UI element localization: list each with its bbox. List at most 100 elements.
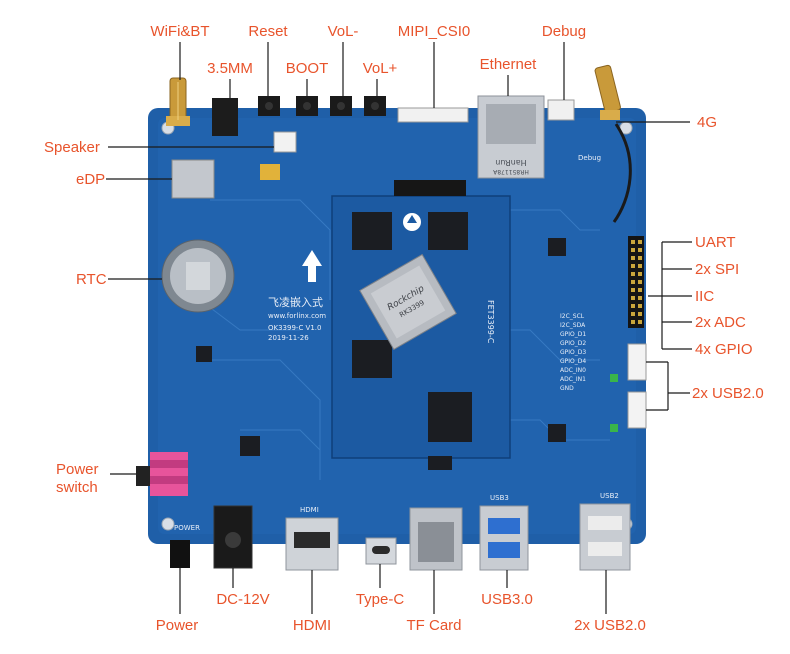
label-power: Power: [155, 617, 199, 634]
pin-label: ADC_IN0: [560, 367, 586, 374]
emmc-chip: [428, 392, 472, 442]
pin-label: I2C_SDA: [560, 322, 586, 329]
label-debug: Debug: [541, 23, 587, 40]
header-pin: [631, 296, 635, 300]
audio-jack-3.5mm: [212, 98, 238, 136]
header-pin: [631, 256, 635, 260]
header-pin: [631, 264, 635, 268]
label-hdmi: HDMI: [292, 617, 332, 634]
pcb-trace: [210, 199, 331, 300]
header-pin: [631, 240, 635, 244]
edp-connector: [260, 164, 280, 180]
header-pin: [638, 240, 642, 244]
header-pin: [631, 248, 635, 252]
silk-usb3: USB3: [490, 494, 509, 502]
som-arrow-head: [407, 215, 417, 223]
label-vol-minus: VoL-: [327, 23, 359, 40]
pin-label: GPIO_D3: [560, 349, 586, 356]
board-arrow: [302, 250, 322, 282]
label-2x-usb2-bottom: 2x USB2.0: [574, 617, 646, 634]
usb2-double-port: [579, 503, 631, 571]
header-pin: [638, 248, 642, 252]
led-green: [610, 424, 618, 432]
ethernet-part: HR851178A: [492, 168, 529, 175]
label-3.5mm: 3.5MM: [207, 60, 253, 77]
label-power-switch-line1: Power: [56, 461, 99, 478]
label-ethernet: Ethernet: [479, 56, 537, 73]
chip: [240, 436, 260, 456]
board-url: www.forlinx.com: [268, 312, 326, 320]
pin-label: I2C_SCL: [560, 313, 585, 320]
header-pin: [638, 256, 642, 260]
header-pin: [638, 280, 642, 284]
label-usb3: USB3.0: [481, 591, 533, 608]
mounting-hole: [161, 517, 175, 531]
ram-chip: [352, 212, 392, 250]
board-date: 2019-11-26: [268, 334, 309, 342]
debug-connector: [547, 99, 575, 121]
usb2-header-2: [627, 391, 647, 429]
label-iic: IIC: [695, 288, 715, 305]
pin-label: GPIO_D1: [560, 331, 586, 338]
label-edp: eDP: [76, 171, 106, 188]
gpio-header: [628, 236, 644, 328]
pin-label: GPIO_D2: [560, 340, 586, 347]
label-wifi-bt: WiFi&BT: [150, 23, 210, 40]
header-pin: [638, 296, 642, 300]
som-label: FET3399-C: [486, 300, 495, 344]
led-green: [610, 374, 618, 382]
label-speaker: Speaker: [44, 139, 100, 156]
label-2x-spi: 2x SPI: [695, 261, 740, 278]
label-tf-card: TF Card: [406, 617, 462, 634]
power-switch: [150, 452, 188, 496]
speaker-connector: [273, 131, 297, 153]
chip: [196, 346, 212, 362]
label-uart: UART: [695, 234, 736, 251]
header-pin: [638, 312, 642, 316]
label-dc-12v: DC-12V: [216, 591, 270, 608]
pcb-trace: [500, 209, 600, 231]
label-4g: 4G: [697, 114, 718, 131]
header-top: [394, 180, 466, 196]
label-vol-plus: VoL+: [362, 60, 398, 77]
label-mipi-csi0: MIPI_CSI0: [397, 23, 471, 40]
label-power-switch-line2: switch: [56, 479, 98, 496]
label-2x-adc: 2x ADC: [695, 314, 746, 331]
header-pin: [631, 312, 635, 316]
pin-label-list: I2C_SCL I2C_SDA GPIO_D1GPIO_D2GPIO_D3GPIO_…: [560, 313, 586, 392]
pin-label: ADC_IN1: [560, 376, 586, 383]
header-pin: [631, 272, 635, 276]
power-connector: [170, 540, 190, 568]
header-pin: [631, 304, 635, 308]
usb2-header-1: [627, 343, 647, 381]
wifi-module: [171, 159, 215, 199]
mipi-csi-connector: [397, 107, 469, 123]
chip: [548, 238, 566, 256]
label-4x-gpio: 4x GPIO: [695, 341, 753, 358]
fourg-antenna: [594, 64, 632, 223]
header-pin: [631, 288, 635, 292]
header-pin: [638, 288, 642, 292]
usb3-port: [479, 505, 529, 571]
chip: [548, 424, 566, 442]
leader-usb2-right-bracket: [646, 361, 669, 411]
ram-chip: [428, 212, 468, 250]
pcb-trace: [199, 299, 300, 331]
pin-label: GPIO_D4: [560, 358, 586, 365]
pin-label: GND: [560, 385, 574, 392]
header-pin: [638, 320, 642, 324]
board-brand: 飞凌嵌入式: [268, 295, 323, 309]
silk-power: POWER: [174, 524, 200, 532]
header-pin: [638, 304, 642, 308]
header-pin: [631, 320, 635, 324]
soc-die: [370, 265, 446, 339]
label-2x-usb2-right: 2x USB2.0: [692, 385, 764, 402]
label-reset: Reset: [248, 23, 288, 40]
header-pin: [638, 272, 642, 276]
pcb-trace: [240, 429, 321, 451]
label-type-c: Type-C: [355, 591, 405, 608]
rtc-battery: [161, 239, 235, 313]
label-rtc: RTC: [76, 271, 107, 288]
